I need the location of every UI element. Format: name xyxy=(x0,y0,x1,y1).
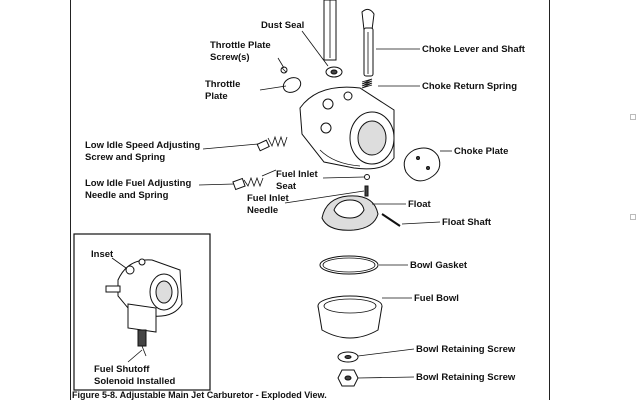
figure-caption: Figure 5-8. Adjustable Main Jet Carburet… xyxy=(72,390,327,400)
label-float: Float xyxy=(408,199,432,210)
label-fuel-bowl: Fuel Bowl xyxy=(414,293,459,304)
label-fuel-inlet-seat-line2: Seat xyxy=(276,181,297,192)
scroll-marker-icon xyxy=(630,214,636,220)
label-bowl-retaining-screw-2: Bowl Retaining Screw xyxy=(416,372,516,383)
label-throttle-plate-screws-line1: Throttle Plate xyxy=(210,40,271,51)
label-throttle-plate-line1: Throttle xyxy=(205,79,240,90)
fuel-inlet-needle-part xyxy=(364,185,369,197)
label-choke-lever-and-shaft: Choke Lever and Shaft xyxy=(422,44,526,55)
choke-lever-shaft-part xyxy=(323,0,337,61)
label-throttle-plate-line2: Plate xyxy=(205,91,228,102)
float-shaft-part xyxy=(381,213,401,227)
label-low-idle-fuel-line2: Needle and Spring xyxy=(85,190,169,201)
label-throttle-plate-screws-line2: Screw(s) xyxy=(210,52,250,63)
choke-lever-part xyxy=(361,8,375,77)
label-dust-seal: Dust Seal xyxy=(261,20,304,31)
scroll-marker-icon xyxy=(630,114,636,120)
label-fuel-inlet-needle-line1: Fuel Inlet xyxy=(247,193,290,204)
part-labels: Dust Seal Throttle Plate Screw(s) Thrott… xyxy=(85,20,526,387)
fuel-bowl-part xyxy=(317,295,383,339)
label-fuel-shutoff-line1: Fuel Shutoff xyxy=(94,364,150,375)
low-idle-fuel-needle-part xyxy=(232,169,277,191)
low-idle-speed-screw-part xyxy=(256,135,288,152)
label-fuel-shutoff-line2: Solenoid Installed xyxy=(94,376,175,387)
label-choke-plate: Choke Plate xyxy=(454,146,508,157)
bowl-retaining-screw-washer-part xyxy=(337,351,359,363)
throttle-plate-part xyxy=(282,77,302,93)
label-bowl-retaining-screw-1: Bowl Retaining Screw xyxy=(416,344,516,355)
inset-box xyxy=(73,233,211,391)
dust-seal-part xyxy=(325,66,343,78)
carburetor-body-part xyxy=(299,86,395,170)
bowl-retaining-screw-part xyxy=(337,369,359,387)
label-choke-return-spring: Choke Return Spring xyxy=(422,81,517,92)
fuel-inlet-seat-part xyxy=(364,174,370,180)
throttle-plate-screw-part xyxy=(280,66,288,74)
label-bowl-gasket: Bowl Gasket xyxy=(410,260,468,271)
label-inset: Inset xyxy=(91,249,114,260)
choke-return-spring-part xyxy=(361,78,373,89)
float-part xyxy=(321,195,379,231)
label-fuel-inlet-needle-line2: Needle xyxy=(247,205,278,216)
label-low-idle-speed-line2: Screw and Spring xyxy=(85,152,165,163)
label-low-idle-speed-line1: Low Idle Speed Adjusting xyxy=(85,140,200,151)
choke-plate-part xyxy=(403,147,441,182)
label-low-idle-fuel-line1: Low Idle Fuel Adjusting xyxy=(85,178,191,189)
label-float-shaft: Float Shaft xyxy=(442,217,492,228)
bowl-gasket-part xyxy=(319,255,379,275)
label-fuel-inlet-seat-line1: Fuel Inlet xyxy=(276,169,319,180)
leader-lines xyxy=(198,30,452,379)
